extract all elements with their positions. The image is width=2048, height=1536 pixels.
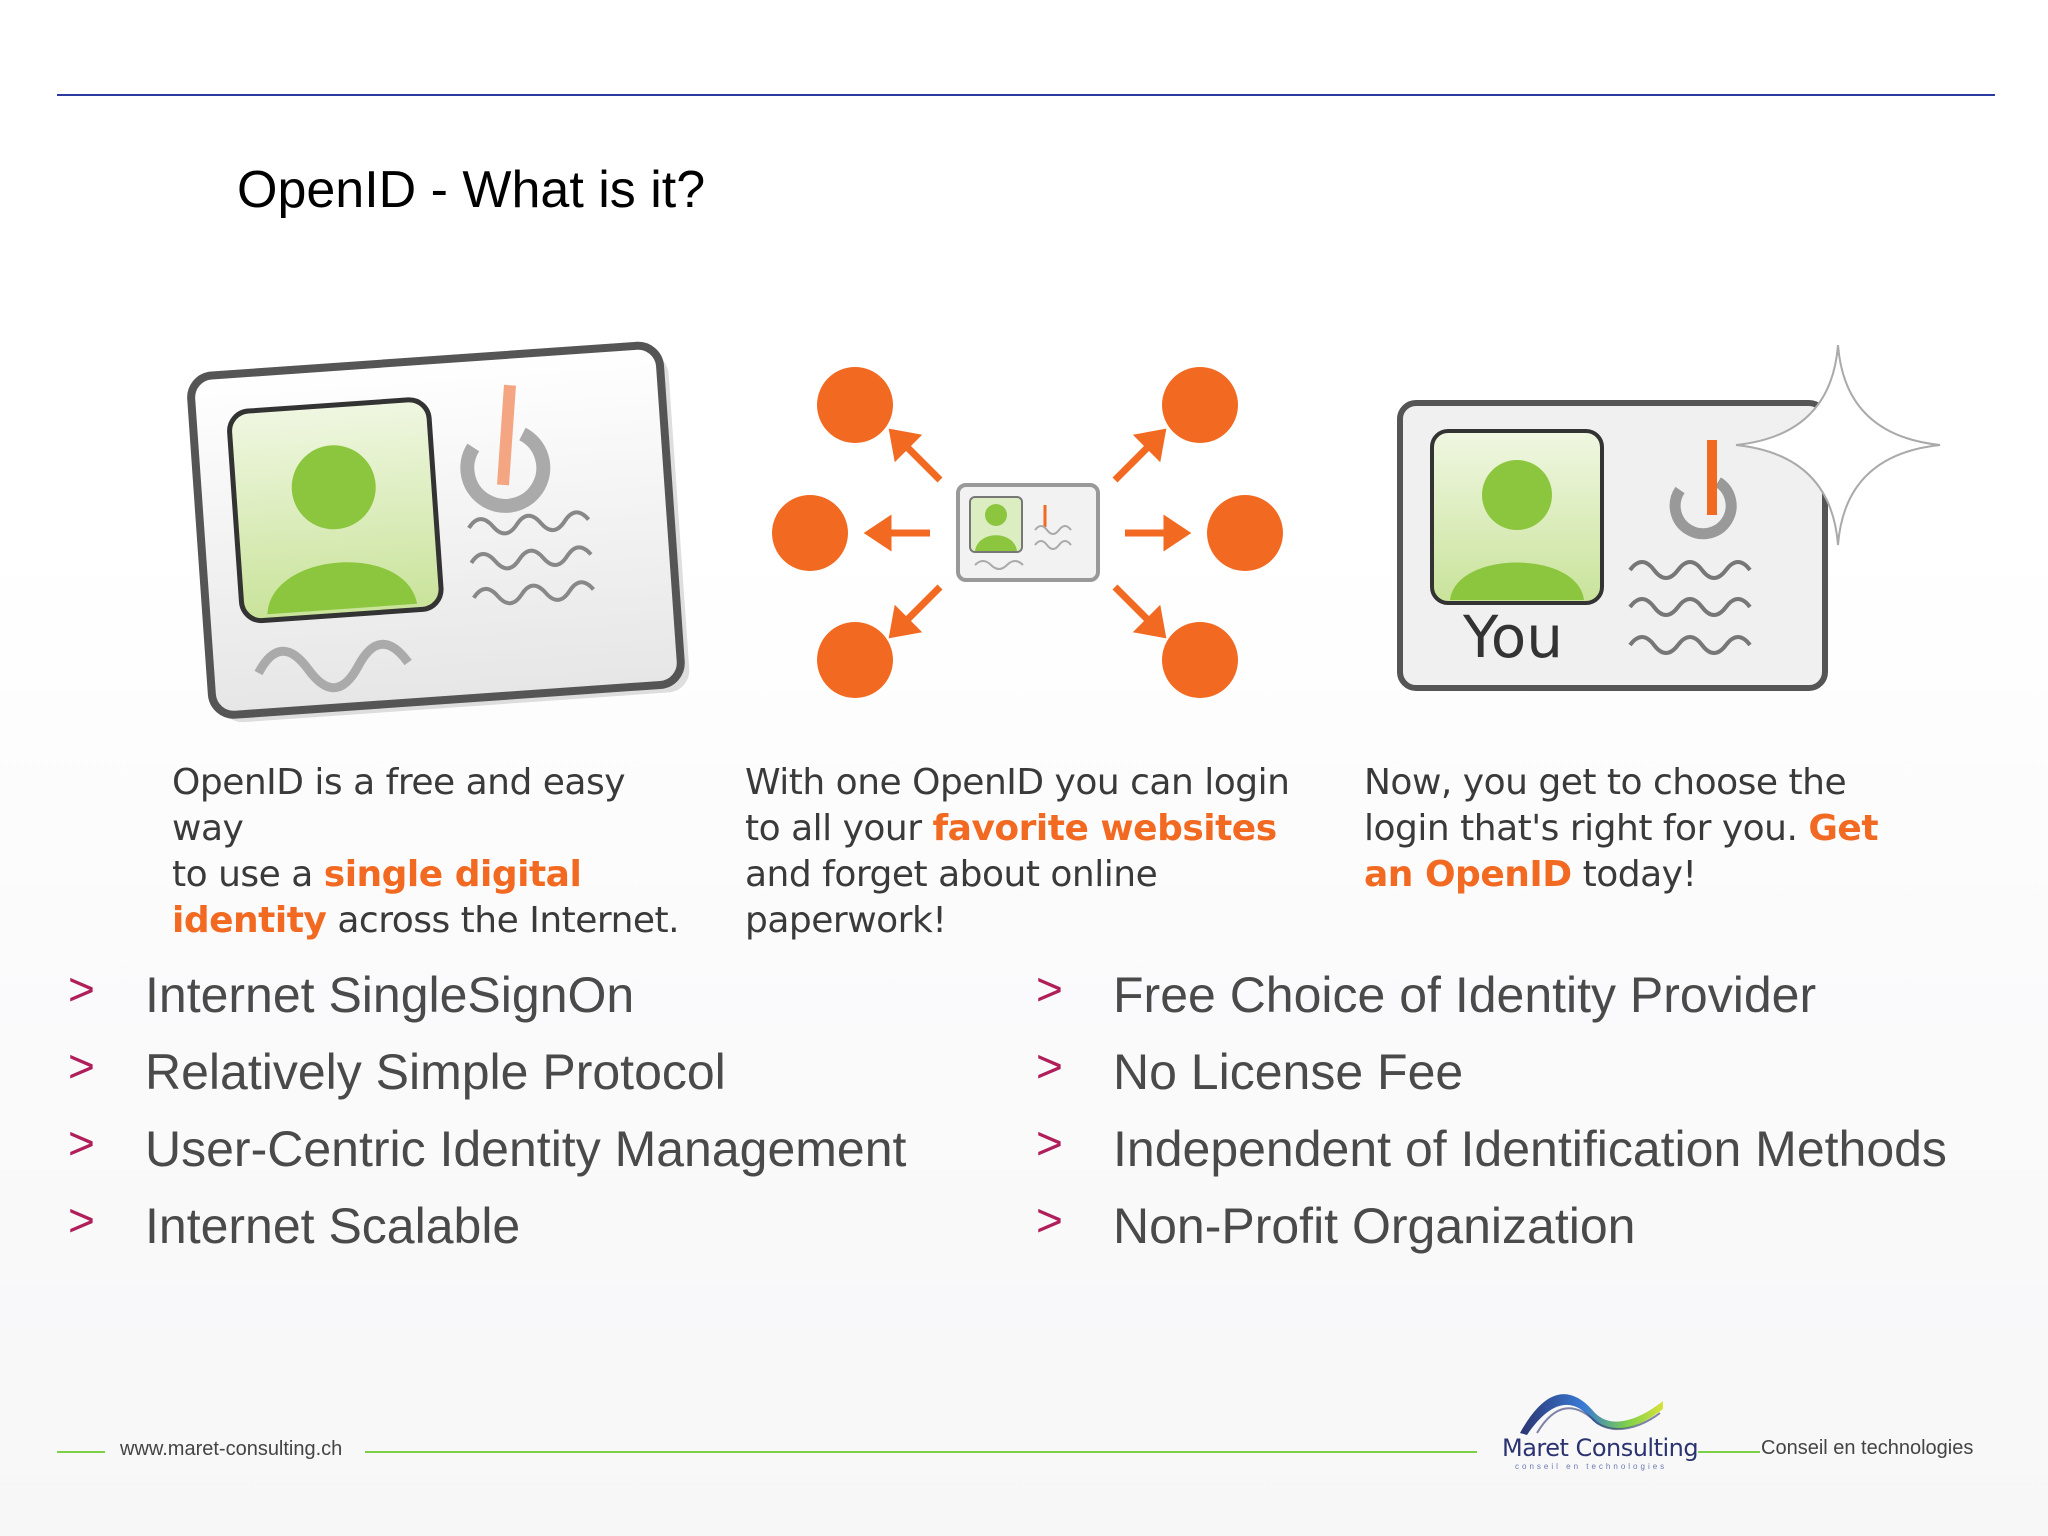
caption-text: to use a <box>172 854 324 895</box>
you-card-illustration <box>1397 345 1941 691</box>
bullet-marker: > <box>1036 963 1063 1015</box>
footer-rule-right <box>1698 1451 1760 1453</box>
caption-text: With one OpenID you can login <box>745 762 1290 803</box>
caption-single-identity: OpenID is a free and easy way to use a s… <box>172 760 702 944</box>
caption-text: to all your <box>745 808 933 849</box>
footer-tagline: Conseil en technologies <box>1761 1437 1974 1459</box>
bullet-marker: > <box>68 1194 95 1246</box>
caption-choose-login: Now, you get to choose the login that's … <box>1364 760 1924 898</box>
footer-url: www.maret-consulting.ch <box>120 1438 343 1460</box>
bullet-text: Non-Profit Organization <box>1113 1198 1636 1254</box>
maret-consulting-logo-icon <box>1520 1394 1663 1435</box>
caption-text: across the Internet. <box>326 900 680 941</box>
bullet-marker: > <box>68 963 95 1015</box>
bullet-text: Relatively Simple Protocol <box>145 1044 726 1100</box>
bullet-text: Internet Scalable <box>145 1198 521 1254</box>
bullet-text: Free Choice of Identity Provider <box>1113 967 1817 1023</box>
caption-highlight: favorite websites <box>932 808 1277 849</box>
header-rule <box>57 94 1995 96</box>
footer-brand-sub: conseil en technologies <box>1515 1462 1668 1471</box>
caption-text: Now, you get to choose the <box>1364 762 1847 803</box>
caption-highlight: Get <box>1808 808 1879 849</box>
slide-title: OpenID - What is it? <box>237 161 706 219</box>
bullet-text: Independent of Identification Methods <box>1113 1121 1947 1177</box>
caption-text: paperwork! <box>745 900 947 941</box>
caption-text: today! <box>1571 854 1697 895</box>
bullet-marker: > <box>1036 1117 1063 1169</box>
caption-highlight: single digital <box>323 854 582 895</box>
bullet-marker: > <box>1036 1040 1063 1092</box>
footer-rule-left <box>57 1451 105 1453</box>
caption-text: login that's right for you. <box>1364 808 1809 849</box>
bullet-text: User-Centric Identity Management <box>145 1121 907 1177</box>
bullet-marker: > <box>68 1117 95 1169</box>
footer-rule-middle <box>365 1451 1477 1453</box>
caption-text: and forget about online <box>745 854 1158 895</box>
caption-highlight: an OpenID <box>1364 854 1572 895</box>
bullet-marker: > <box>1036 1194 1063 1246</box>
bullet-text: No License Fee <box>1113 1044 1464 1100</box>
caption-highlight: identity <box>172 900 327 941</box>
bullet-marker: > <box>68 1040 95 1092</box>
network-illustration <box>772 367 1283 698</box>
id-card-illustration <box>187 341 690 723</box>
you-card-label: You <box>1463 603 1563 671</box>
caption-login-everywhere: With one OpenID you can login to all you… <box>745 760 1305 944</box>
bullet-text: Internet SingleSignOn <box>145 967 635 1023</box>
caption-text: OpenID is a free and easy way <box>172 762 626 849</box>
footer-brand-name: Maret Consulting <box>1502 1434 1699 1462</box>
